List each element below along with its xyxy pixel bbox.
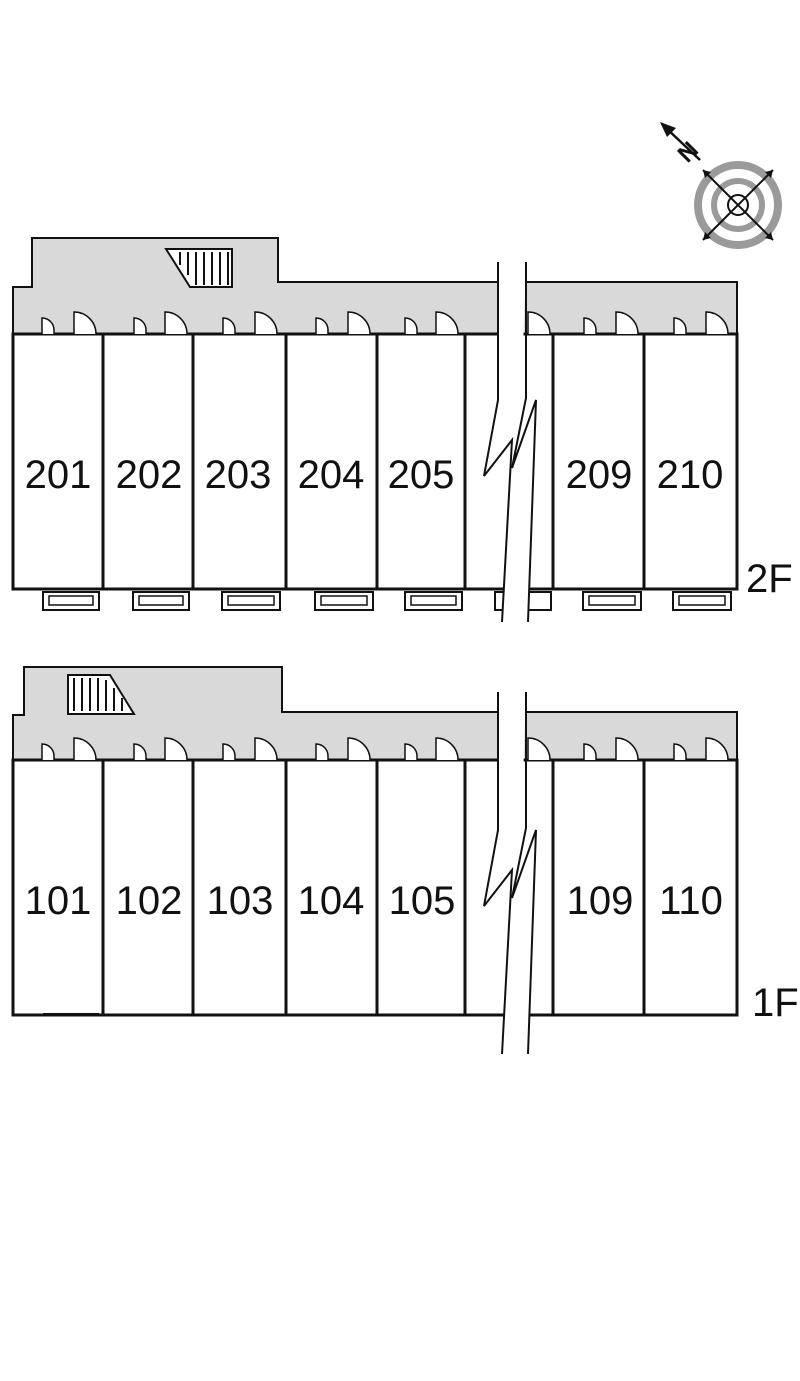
unit-103[interactable]: 103 (191, 737, 288, 1017)
unit-number: 109 (567, 879, 634, 923)
north-arrow-icon (660, 122, 701, 161)
unit-110[interactable]: 110 (642, 737, 739, 1017)
unit-201[interactable]: 201 (11, 311, 105, 611)
unit-209[interactable]: 209 (551, 311, 646, 611)
unit-number: 110 (659, 879, 723, 923)
floor-2f-plan: 201 202 203 204 (11, 237, 793, 623)
unit-204[interactable]: 204 (284, 311, 379, 611)
floor-label-1f: 1F (752, 981, 799, 1025)
floor-label-2f: 2F (746, 557, 793, 601)
compass: N (660, 122, 782, 249)
unit-104[interactable]: 104 (284, 737, 379, 1017)
break-line-1f (483, 692, 537, 1055)
unit-number: 205 (388, 453, 455, 497)
unit-number: 210 (657, 453, 724, 497)
unit-number: 104 (298, 879, 365, 923)
unit-number: 204 (298, 453, 365, 497)
unit-number: 209 (566, 453, 633, 497)
unit-205[interactable]: 205 (375, 311, 467, 611)
unit-109[interactable]: 109 (551, 737, 646, 1017)
floor-1f-plan: 101 102 103 104 105 (11, 666, 799, 1055)
unit-101[interactable]: 101 (11, 737, 105, 1017)
unit-number: 101 (25, 879, 92, 923)
unit-number: 203 (205, 453, 272, 497)
unit-210[interactable]: 210 (642, 311, 739, 611)
break-line-2f (483, 262, 537, 623)
unit-203[interactable]: 203 (191, 311, 288, 611)
unit-number: 103 (207, 879, 274, 923)
unit-105[interactable]: 105 (375, 737, 467, 1017)
unit-number: 102 (116, 879, 183, 923)
unit-number: 202 (116, 453, 183, 497)
unit-102[interactable]: 102 (101, 737, 195, 1017)
unit-number: 105 (389, 879, 456, 923)
unit-number: 201 (25, 453, 92, 497)
compass-rose-icon (694, 161, 782, 249)
staircase-1f (67, 674, 136, 715)
north-label: N (673, 137, 704, 168)
staircase-2f (164, 248, 233, 288)
unit-202[interactable]: 202 (101, 311, 195, 611)
